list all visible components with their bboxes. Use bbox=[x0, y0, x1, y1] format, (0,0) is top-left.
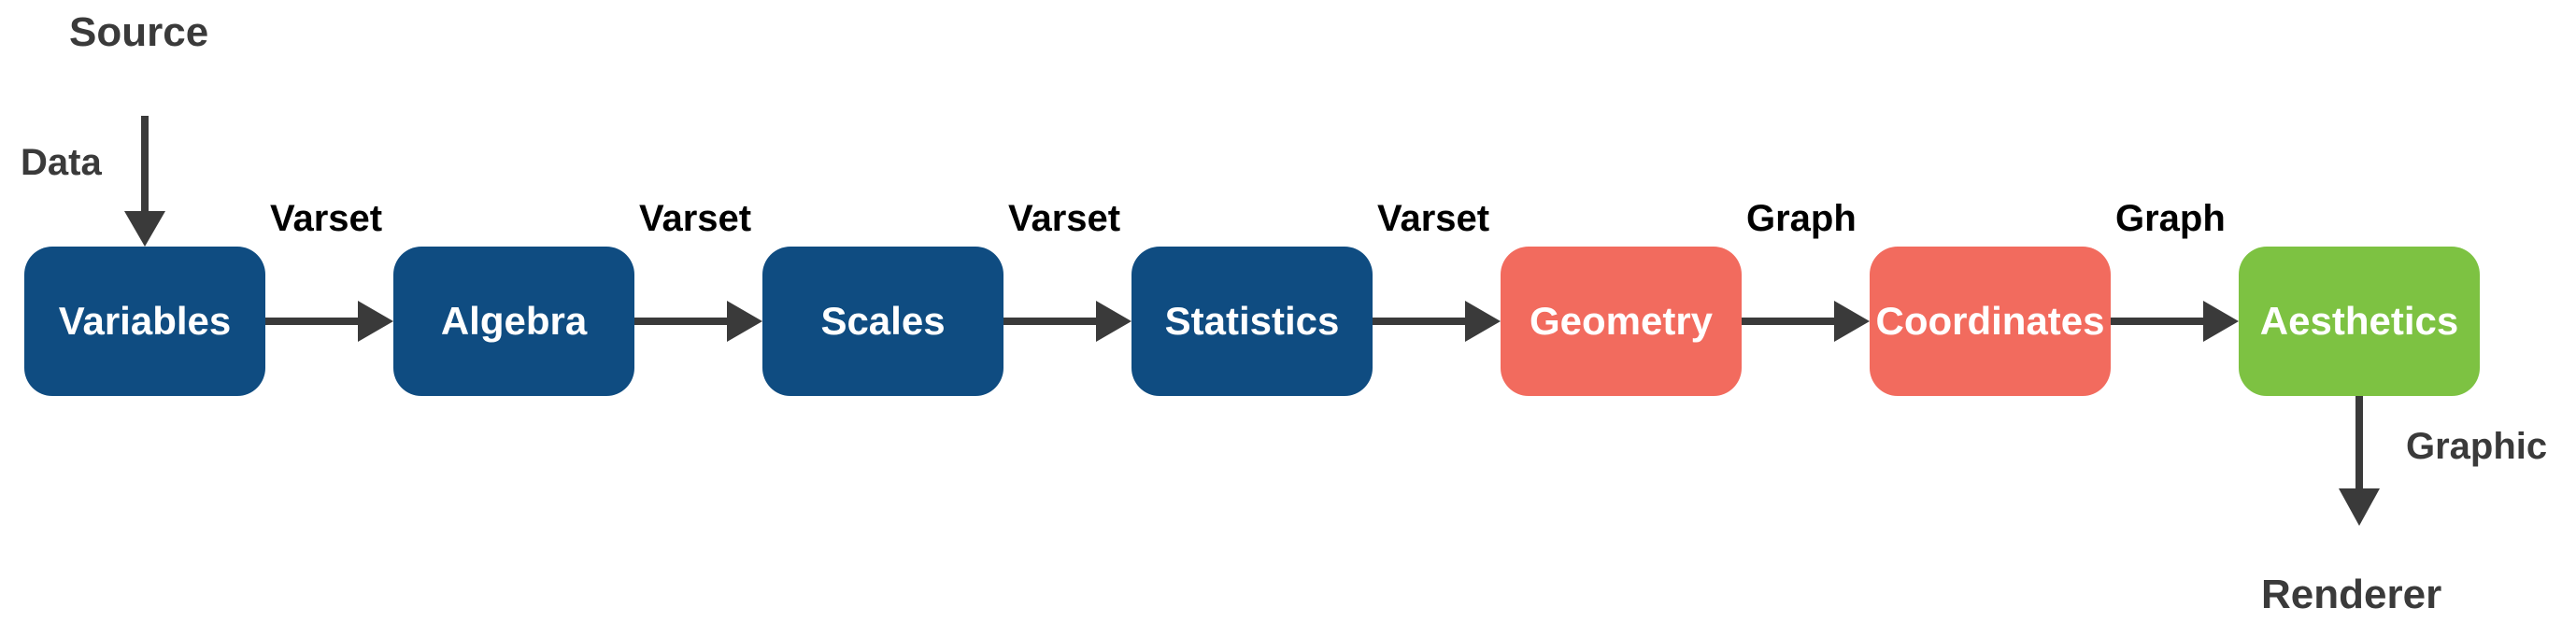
node-coordinates: Coordinates bbox=[1870, 247, 2111, 396]
edge-arrow-head bbox=[1834, 301, 1870, 342]
node-variables: Variables bbox=[24, 247, 265, 396]
graphic-output-label: Graphic bbox=[2406, 426, 2548, 467]
source-label: Source bbox=[69, 9, 209, 55]
edge-arrow-head bbox=[727, 301, 762, 342]
edge-label-statistics-geometry: Varset bbox=[1377, 198, 1490, 239]
edge-arrow-head bbox=[358, 301, 393, 342]
node-algebra: Algebra bbox=[393, 247, 634, 396]
edge-label-algebra-scales: Varset bbox=[639, 198, 752, 239]
node-geometry: Geometry bbox=[1501, 247, 1742, 396]
edge-label-coordinates-aesthetics: Graph bbox=[2115, 198, 2226, 239]
edge-arrow-head bbox=[1096, 301, 1131, 342]
data-input-label: Data bbox=[21, 142, 102, 183]
renderer-label: Renderer bbox=[2261, 572, 2442, 617]
edge-arrow-head bbox=[2203, 301, 2239, 342]
edge-label-scales-statistics: Varset bbox=[1008, 198, 1121, 239]
edge-label-geometry-coordinates: Graph bbox=[1746, 198, 1857, 239]
node-aesthetics: Aesthetics bbox=[2239, 247, 2480, 396]
node-scales: Scales bbox=[762, 247, 1003, 396]
output-arrow-head bbox=[2339, 488, 2380, 526]
input-arrow-head bbox=[124, 211, 165, 247]
edge-arrow-head bbox=[1465, 301, 1501, 342]
edge-label-variables-algebra: Varset bbox=[270, 198, 383, 239]
node-statistics: Statistics bbox=[1131, 247, 1373, 396]
